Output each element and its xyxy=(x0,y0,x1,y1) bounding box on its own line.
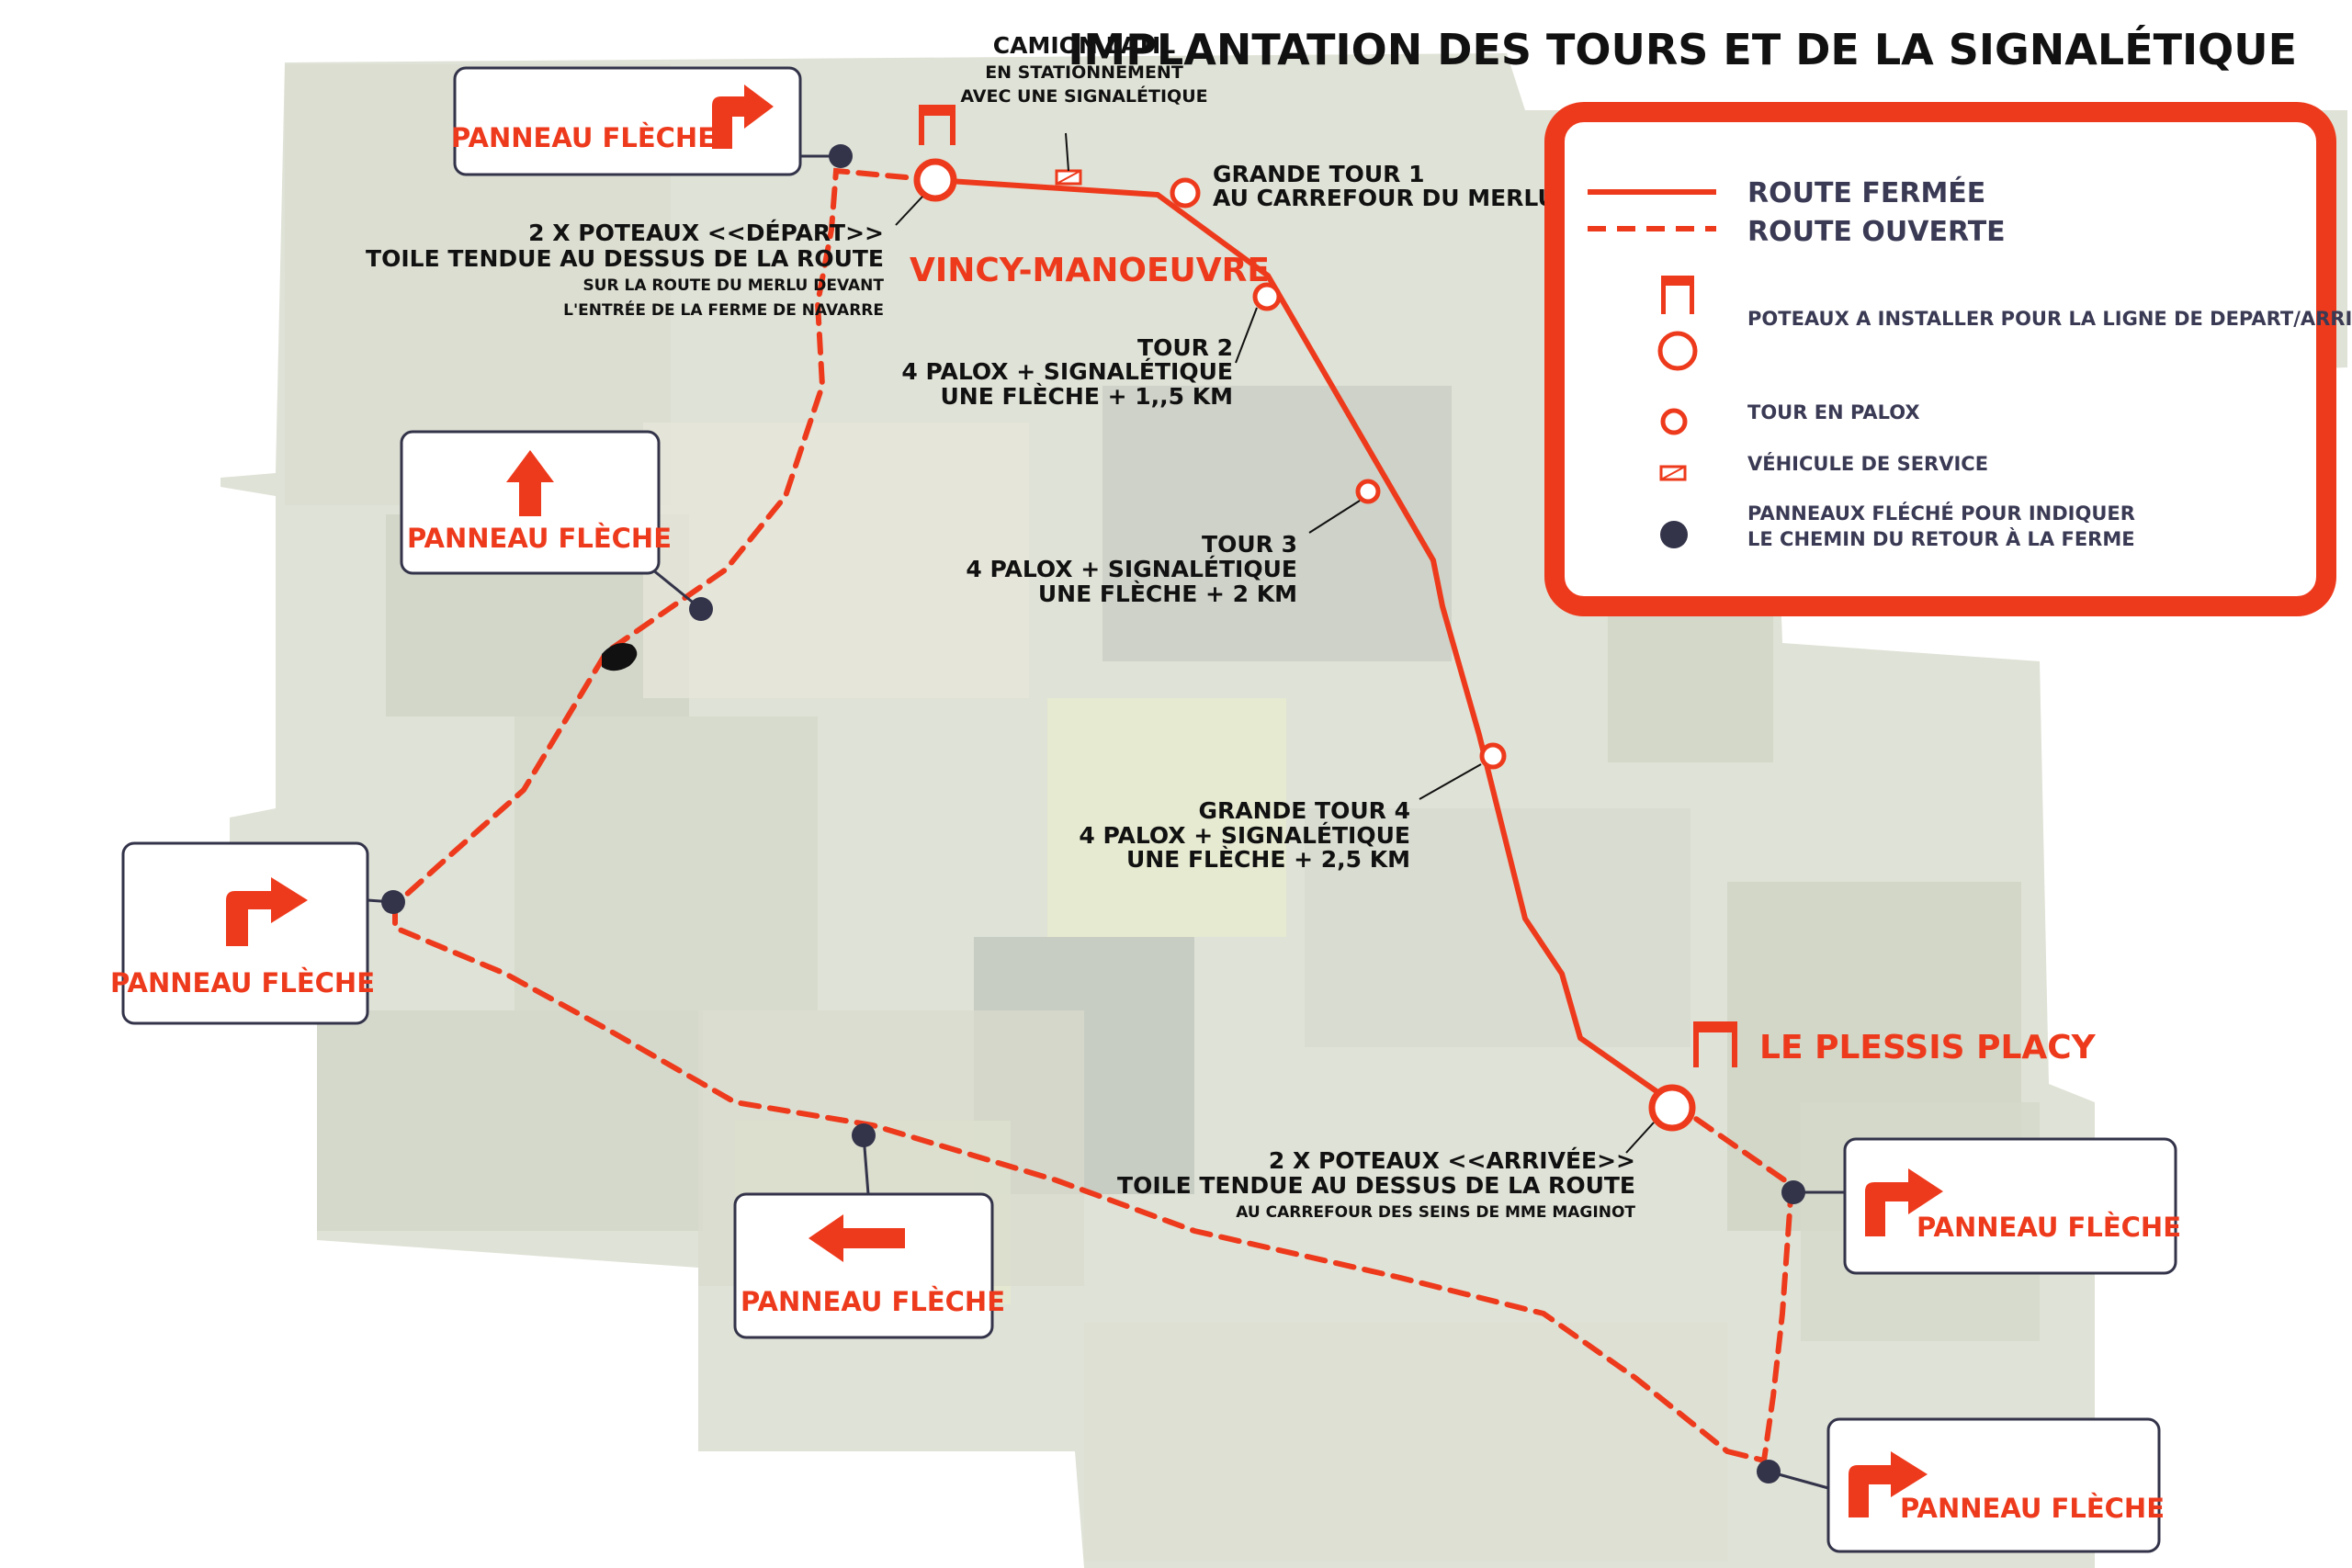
sign-6: PANNEAU FLÈCHE xyxy=(1826,1417,2165,1553)
grande-tour-1-marker xyxy=(1170,177,1201,209)
leader-lines xyxy=(895,196,1655,1154)
sign-dot-3 xyxy=(381,890,405,914)
annotation-arrivee: 2 X POTEAUX <<ARRIVÉE>> TOILE TENDUE AU … xyxy=(1117,1147,1635,1222)
place-le-plessis-placy: LE PLESSIS PLACY xyxy=(1759,1029,2097,1066)
sign-2: PANNEAU FLÈCHE xyxy=(400,430,672,575)
legend-vehicule-icon xyxy=(1659,465,1687,481)
svg-text:2 X POTEAUX <<DÉPART>>: 2 X POTEAUX <<DÉPART>> xyxy=(528,220,884,246)
sign-2-label: PANNEAU FLÈCHE xyxy=(407,523,672,554)
svg-text:CAMION LATIL: CAMION LATIL xyxy=(993,32,1175,59)
legend-route-ouverte: ROUTE OUVERTE xyxy=(1747,216,2006,248)
sign-3-label: PANNEAU FLÈCHE xyxy=(110,967,375,998)
sign-3: PANNEAU FLÈCHE xyxy=(110,841,375,1025)
sign-6-label: PANNEAU FLÈCHE xyxy=(1900,1493,2165,1524)
sign-1-label: PANNEAU FLÈCHE xyxy=(451,122,716,153)
turn-right-arrow-icon xyxy=(1849,1451,1928,1517)
turn-right-arrow-icon xyxy=(1865,1168,1943,1236)
svg-text:UNE FLÈCHE + 1,,5 KM: UNE FLÈCHE + 1,,5 KM xyxy=(940,383,1233,410)
svg-text:TOUR 2: TOUR 2 xyxy=(1137,334,1233,361)
annotation-grande-tour-4: GRANDE TOUR 4 4 PALOX + SIGNALÉTIQUE UNE… xyxy=(1079,797,1410,873)
annotation-tour-2: TOUR 2 4 PALOX + SIGNALÉTIQUE UNE FLÈCHE… xyxy=(901,334,1233,410)
sign-dot-5 xyxy=(1781,1180,1805,1204)
legend-panneaux-2: LE CHEMIN DU RETOUR À LA FERME xyxy=(1747,527,2135,550)
sign-dot-4 xyxy=(852,1123,876,1147)
legend-panneau-dot-icon xyxy=(1660,521,1688,548)
sign-dot-6 xyxy=(1757,1460,1781,1483)
turn-right-arrow-icon xyxy=(226,877,308,946)
tour-palox-markers xyxy=(1170,177,1507,770)
svg-text:TOILE TENDUE AU DESSUS DE LA R: TOILE TENDUE AU DESSUS DE LA ROUTE xyxy=(1117,1172,1635,1199)
legend-poteaux: POTEAUX A INSTALLER POUR LA LIGNE DE DEP… xyxy=(1747,307,2352,330)
legend-poteaux-icon xyxy=(1657,276,1698,371)
svg-text:AU CARREFOUR DES SEINS DE MME: AU CARREFOUR DES SEINS DE MME MAGINOT xyxy=(1236,1203,1635,1222)
grande-tour-4-marker xyxy=(1479,742,1507,770)
annotation-tour-3: TOUR 3 4 PALOX + SIGNALÉTIQUE UNE FLÈCHE… xyxy=(966,531,1297,607)
svg-text:4 PALOX + SIGNALÉTIQUE: 4 PALOX + SIGNALÉTIQUE xyxy=(1079,822,1410,849)
svg-text:AVEC UNE SIGNALÉTIQUE: AVEC UNE SIGNALÉTIQUE xyxy=(960,85,1207,107)
legend-tour-palox: TOUR EN PALOX xyxy=(1747,401,1920,423)
sign-5-label: PANNEAU FLÈCHE xyxy=(1917,1212,2181,1243)
svg-text:L'ENTRÉE DE LA FERME DE NAVARR: L'ENTRÉE DE LA FERME DE NAVARRE xyxy=(563,299,884,320)
sign-4: PANNEAU FLÈCHE xyxy=(733,1192,1005,1339)
left-arrow-icon xyxy=(808,1214,905,1262)
svg-text:AU CARREFOUR DU MERLU: AU CARREFOUR DU MERLU xyxy=(1213,185,1556,211)
turn-right-arrow-icon xyxy=(712,85,774,149)
svg-text:UNE FLÈCHE + 2,5 KM: UNE FLÈCHE + 2,5 KM xyxy=(1126,846,1410,873)
svg-text:4 PALOX + SIGNALÉTIQUE: 4 PALOX + SIGNALÉTIQUE xyxy=(901,358,1233,385)
sign-dot-1 xyxy=(829,144,853,168)
svg-text:EN STATIONNEMENT: EN STATIONNEMENT xyxy=(985,62,1183,83)
sign-4-label: PANNEAU FLÈCHE xyxy=(741,1286,1005,1317)
up-arrow-icon xyxy=(506,450,554,516)
legend-panneaux-1: PANNEAUX FLÉCHÉ POUR INDIQUER xyxy=(1747,502,2135,525)
annotation-camion: CAMION LATIL EN STATIONNEMENT AVEC UNE S… xyxy=(960,32,1207,107)
sign-5: PANNEAU FLÈCHE xyxy=(1843,1137,2181,1275)
annotation-grande-tour-1: GRANDE TOUR 1 AU CARREFOUR DU MERLU xyxy=(1213,161,1556,211)
sign-dot-2 xyxy=(689,597,713,621)
depart-poles-icon xyxy=(913,105,957,202)
svg-text:GRANDE TOUR 4: GRANDE TOUR 4 xyxy=(1198,797,1410,824)
place-vincy-manoeuvre: VINCY-MANOEUVRE xyxy=(910,252,1270,289)
vehicule-service-icon xyxy=(1055,132,1082,186)
svg-text:4 PALOX + SIGNALÉTIQUE: 4 PALOX + SIGNALÉTIQUE xyxy=(966,556,1297,582)
legend-tour-palox-icon xyxy=(1660,408,1688,435)
svg-text:TOUR 3: TOUR 3 xyxy=(1202,531,1297,558)
svg-text:SUR LA ROUTE DU MERLU DEVANT: SUR LA ROUTE DU MERLU DEVANT xyxy=(582,276,884,295)
route-fermee-path xyxy=(933,177,1675,1105)
svg-text:UNE FLÈCHE + 2 KM: UNE FLÈCHE + 2 KM xyxy=(1038,581,1297,607)
legend-vehicule: VÉHICULE DE SERVICE xyxy=(1747,452,1988,475)
arrivee-poles-icon xyxy=(1648,1021,1737,1132)
svg-text:2 X POTEAUX <<ARRIVÉE>>: 2 X POTEAUX <<ARRIVÉE>> xyxy=(1269,1147,1635,1174)
annotation-depart: 2 X POTEAUX <<DÉPART>> TOILE TENDUE AU D… xyxy=(366,220,884,320)
sign-1: PANNEAU FLÈCHE xyxy=(451,66,802,176)
svg-text:GRANDE TOUR 1: GRANDE TOUR 1 xyxy=(1213,161,1425,187)
legend: ROUTE FERMÉE ROUTE OUVERTE POTEAUX A INS… xyxy=(1544,102,2352,616)
legend-route-fermee: ROUTE FERMÉE xyxy=(1747,176,1985,209)
map-title: IMPLANTATION DES TOURS ET DE LA SIGNALÉT… xyxy=(1068,25,2297,74)
tour-2-marker xyxy=(1252,282,1282,311)
tour-3-marker xyxy=(1355,479,1381,504)
svg-text:TOILE TENDUE AU DESSUS DE LA R: TOILE TENDUE AU DESSUS DE LA ROUTE xyxy=(366,245,884,272)
pond-shape xyxy=(602,642,638,671)
sign-dots xyxy=(381,144,1805,1483)
route-ouverte-path xyxy=(392,167,1795,1464)
